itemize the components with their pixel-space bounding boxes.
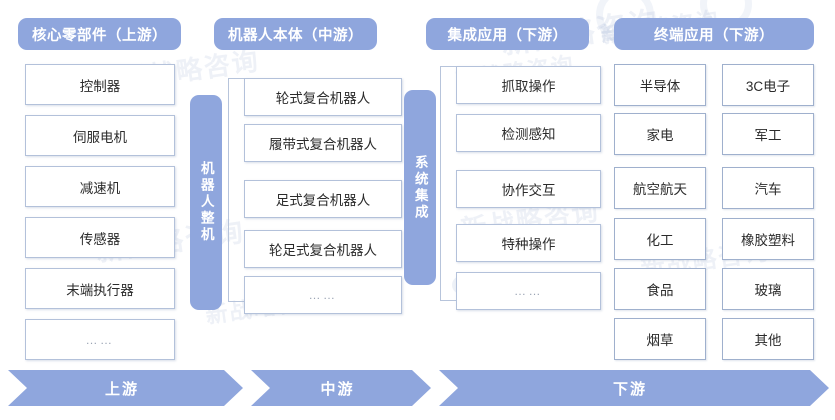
item-box-chemical-industry[interactable]: 化工 <box>614 218 706 260</box>
column-header-upstream-core-components: 核心零部件（上游） <box>18 18 181 50</box>
item-box-tobacco[interactable]: 烟草 <box>614 318 706 360</box>
item-box-controller[interactable]: 控制器 <box>25 64 175 105</box>
item-box-rubber-plastic[interactable]: 橡胶塑料 <box>722 218 814 260</box>
item-box-special-operation[interactable]: 特种操作 <box>456 224 601 262</box>
item-box-wheeled-composite-robot[interactable]: 轮式复合机器人 <box>244 78 402 116</box>
group-label-system-integration: 系统集成 <box>404 90 436 285</box>
item-box-semiconductor[interactable]: 半导体 <box>614 64 706 106</box>
ribbon-label-midstream: 中游 <box>320 380 355 398</box>
item-box-detection-perception[interactable]: 检测感知 <box>456 114 601 152</box>
ribbon-segment-downstream[interactable] <box>439 370 829 406</box>
item-box-wheel-legged-composite-robot[interactable]: 轮足式复合机器人 <box>244 230 402 268</box>
item-box-military-industry[interactable]: 军工 <box>722 113 814 155</box>
ribbon-segment-upstream[interactable] <box>8 370 243 406</box>
item-box-automobile[interactable]: 汽车 <box>722 167 814 209</box>
item-box-end-effector[interactable]: 末端执行器 <box>25 268 175 309</box>
item-box-home-appliance[interactable]: 家电 <box>614 113 706 155</box>
item-box-other[interactable]: 其他 <box>722 318 814 360</box>
item-box-reducer[interactable]: 减速机 <box>25 166 175 207</box>
item-box-legged-composite-robot[interactable]: 足式复合机器人 <box>244 180 402 218</box>
ribbon-label-upstream: 上游 <box>104 380 139 398</box>
item-box-tracked-composite-robot[interactable]: 履带式复合机器人 <box>244 124 402 162</box>
item-box-glass[interactable]: 玻璃 <box>722 268 814 310</box>
item-box-aerospace[interactable]: 航空航天 <box>614 167 706 209</box>
bracket-connector-downstream <box>440 66 456 301</box>
item-box-3c-electronics[interactable]: 3C电子 <box>722 64 814 106</box>
bracket-connector-midstream <box>228 78 244 302</box>
item-box-integration-more[interactable]: …… <box>456 272 601 310</box>
item-box-upstream-more[interactable]: …… <box>25 319 175 360</box>
item-box-sensor[interactable]: 传感器 <box>25 217 175 258</box>
item-box-grasping-operation[interactable]: 抓取操作 <box>456 66 601 104</box>
column-header-midstream-robot-body: 机器人本体（中游） <box>214 18 377 50</box>
ribbon-segment-midstream[interactable] <box>251 370 431 406</box>
value-chain-ribbon: 上游 中游 下游 <box>0 370 835 406</box>
item-box-food[interactable]: 食品 <box>614 268 706 310</box>
column-header-downstream-terminal-application: 终端应用（下游） <box>614 18 814 50</box>
item-box-servo-motor[interactable]: 伺服电机 <box>25 115 175 156</box>
column-header-downstream-integrated-application: 集成应用（下游） <box>426 18 589 50</box>
item-box-midstream-more[interactable]: …… <box>244 276 402 314</box>
ribbon-label-downstream: 下游 <box>612 380 647 398</box>
group-label-robot-whole-machine: 机器人整机 <box>190 95 222 310</box>
item-box-collaborative-interaction[interactable]: 协作交互 <box>456 170 601 208</box>
